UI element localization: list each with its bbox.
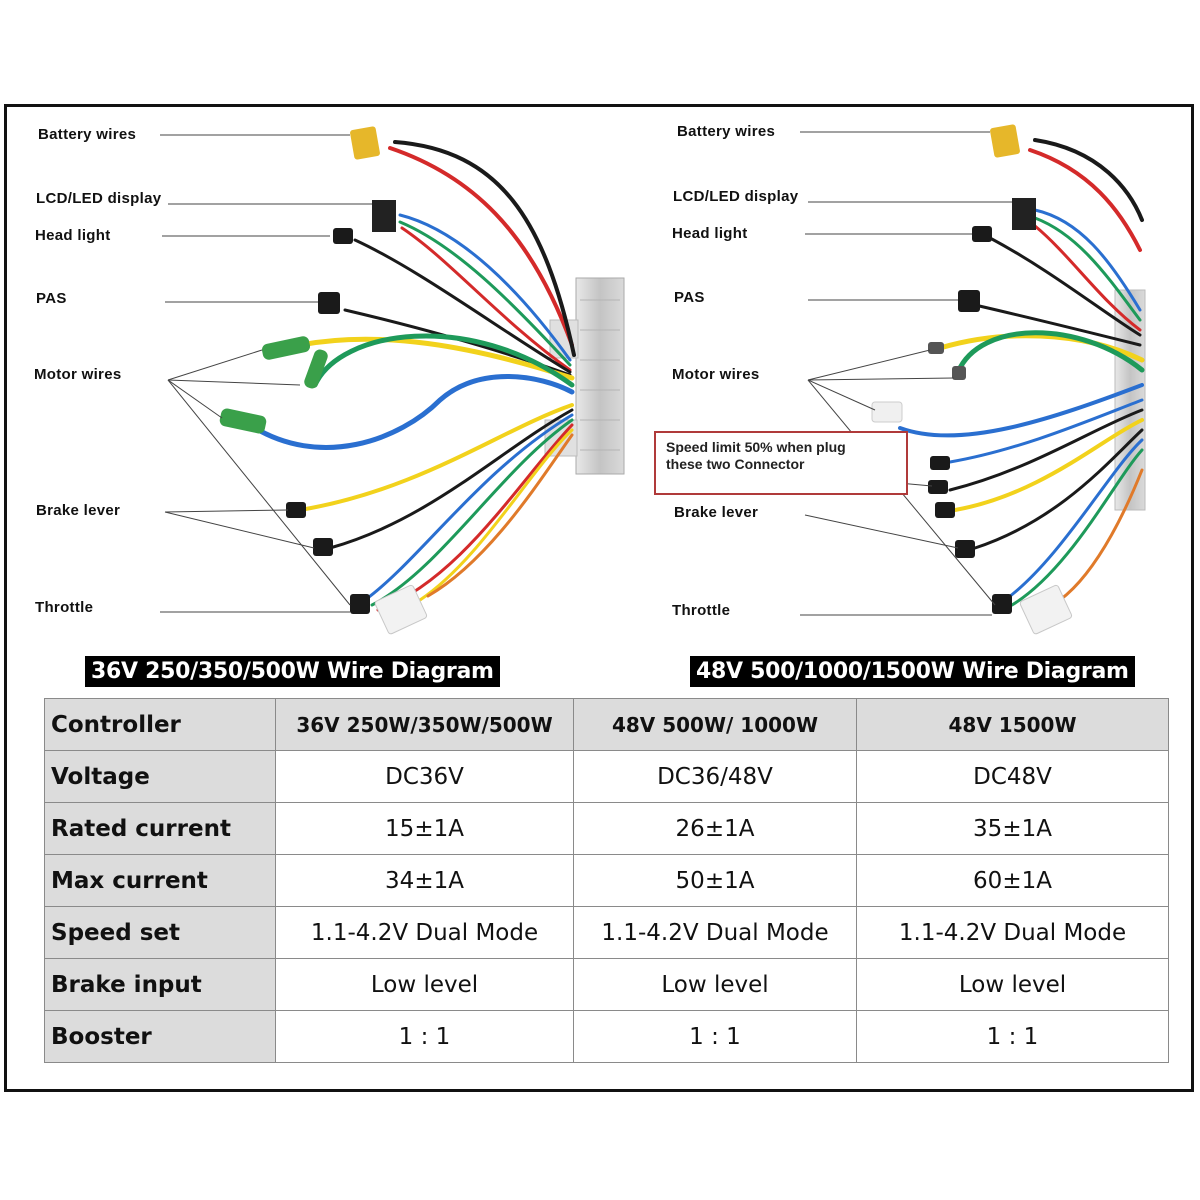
table-row: Rated current 15±1A 26±1A 35±1A <box>44 802 1169 855</box>
table-cell: DC36V <box>275 750 574 803</box>
table-cell: Low level <box>573 958 857 1011</box>
row-label: Max current <box>44 854 276 907</box>
label-motor-wires-right: Motor wires <box>672 366 760 383</box>
wiring-illustration <box>160 124 1146 635</box>
left-leader-lines <box>160 134 372 613</box>
label-throttle-right: Throttle <box>672 602 731 619</box>
table-cell: 1 : 1 <box>856 1010 1169 1063</box>
header-cell: 48V 1500W <box>856 698 1169 751</box>
label-battery-wires-right: Battery wires <box>677 123 776 140</box>
table-cell: 50±1A <box>573 854 857 907</box>
spec-table-header-row: Controller 36V 250W/350W/500W 48V 500W/ … <box>44 698 1169 751</box>
table-row: Voltage DC36V DC36/48V DC48V <box>44 750 1169 803</box>
table-cell: Low level <box>275 958 574 1011</box>
left-connectors <box>219 126 428 635</box>
label-motor-wires-left: Motor wires <box>34 366 122 383</box>
speed-limit-note-line1: Speed limit 50% when plug <box>666 439 846 455</box>
table-cell: 60±1A <box>856 854 1169 907</box>
label-battery-wires-left: Battery wires <box>38 126 137 143</box>
header-cell: 48V 500W/ 1000W <box>573 698 857 751</box>
right-connectors <box>871 124 1073 635</box>
table-row: Booster 1 : 1 1 : 1 1 : 1 <box>44 1010 1169 1063</box>
speed-limit-note: Speed limit 50% when plug these two Conn… <box>654 431 908 495</box>
table-cell: 1.1-4.2V Dual Mode <box>275 906 574 959</box>
label-head-light-right: Head light <box>672 225 748 242</box>
table-cell: Low level <box>856 958 1169 1011</box>
table-row: Brake input Low level Low level Low leve… <box>44 958 1169 1011</box>
table-cell: 1.1-4.2V Dual Mode <box>573 906 857 959</box>
spec-table: Controller 36V 250W/350W/500W 48V 500W/ … <box>44 698 1169 1063</box>
speed-limit-note-line2: these two Connector <box>666 456 805 472</box>
header-cell: Controller <box>44 698 276 751</box>
table-row: Speed set 1.1-4.2V Dual Mode 1.1-4.2V Du… <box>44 906 1169 959</box>
table-cell: 1 : 1 <box>275 1010 574 1063</box>
table-row: Max current 34±1A 50±1A 60±1A <box>44 854 1169 907</box>
right-wires <box>898 138 1145 607</box>
table-cell: 1.1-4.2V Dual Mode <box>856 906 1169 959</box>
row-label: Speed set <box>44 906 276 959</box>
right-diagram-title: 48V 500/1000/1500W Wire Diagram <box>690 656 1135 687</box>
table-cell: 15±1A <box>275 802 574 855</box>
table-cell: 26±1A <box>573 802 857 855</box>
left-diagram-title: 36V 250/350/500W Wire Diagram <box>85 656 500 687</box>
right-leader-lines <box>799 131 1012 616</box>
row-label: Rated current <box>44 802 276 855</box>
table-cell: DC36/48V <box>573 750 857 803</box>
table-cell: 35±1A <box>856 802 1169 855</box>
label-throttle-left: Throttle <box>35 599 94 616</box>
table-cell: 34±1A <box>275 854 574 907</box>
table-cell: DC48V <box>856 750 1169 803</box>
table-cell: 1 : 1 <box>573 1010 857 1063</box>
label-head-light-left: Head light <box>35 227 111 244</box>
label-pas-right: PAS <box>674 289 705 306</box>
label-lcd-display-left: LCD/LED display <box>36 190 162 207</box>
header-cell: 36V 250W/350W/500W <box>275 698 574 751</box>
label-pas-left: PAS <box>36 290 67 307</box>
row-label: Booster <box>44 1010 276 1063</box>
label-brake-lever-right: Brake lever <box>674 504 759 521</box>
label-lcd-display-right: LCD/LED display <box>673 188 799 205</box>
label-brake-lever-left: Brake lever <box>36 502 121 519</box>
row-label: Voltage <box>44 750 276 803</box>
row-label: Brake input <box>44 958 276 1011</box>
left-wires <box>247 140 576 612</box>
